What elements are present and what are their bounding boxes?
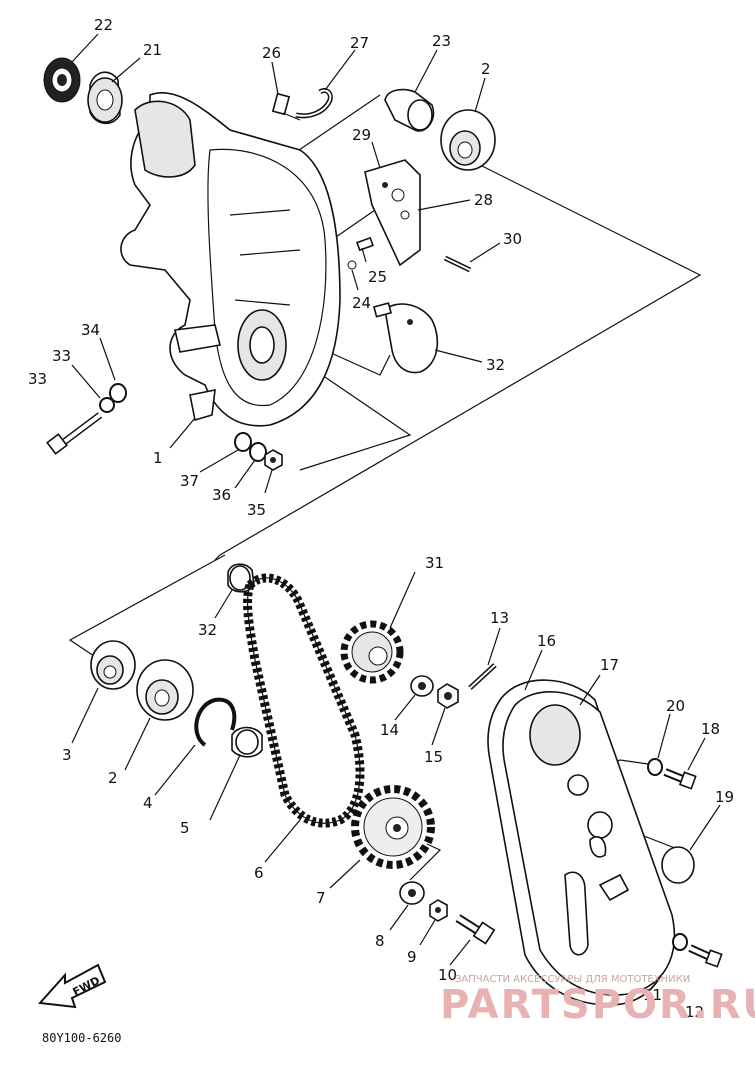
washer-37 bbox=[234, 432, 252, 452]
callout-31: 16 bbox=[537, 632, 556, 650]
callout-33a: 20 bbox=[666, 697, 685, 715]
cotter-pin-17 bbox=[468, 663, 497, 690]
callout-5: 21 bbox=[143, 41, 162, 59]
callout-7: 23 bbox=[432, 32, 451, 50]
nut-19 bbox=[437, 683, 459, 709]
callout-leaders bbox=[71, 33, 721, 966]
callout-6: 22 bbox=[94, 16, 113, 34]
callout-33b: 11 bbox=[643, 986, 662, 1004]
callout-32b: 12 bbox=[685, 1003, 704, 1021]
callout-26: 32 bbox=[486, 356, 505, 374]
callout-23: 9 bbox=[407, 948, 417, 966]
tensioner-26 bbox=[372, 302, 439, 374]
washer-33-upper bbox=[647, 758, 663, 776]
washer-33-lower bbox=[672, 933, 688, 951]
collar-7 bbox=[384, 88, 435, 132]
bearing-2-lower bbox=[136, 659, 194, 721]
callout-17: 13 bbox=[490, 609, 509, 627]
callout-22: 10 bbox=[438, 966, 457, 984]
watermark-tagline: ЗАПЧАСТИ АКСЕССУАРЫ ДЛЯ МОТОТЕХНИКИ bbox=[455, 974, 690, 985]
washer-24 bbox=[399, 881, 425, 905]
callout-2a: 2 bbox=[481, 60, 491, 78]
watermark-logo: ЗАПЧАСТИ АКСЕССУАРЫ ДЛЯ МОТОТЕХНИКИ PART… bbox=[440, 974, 755, 1028]
nut-23 bbox=[429, 899, 448, 922]
callout-19: 15 bbox=[424, 748, 443, 766]
callout-8: 24 bbox=[352, 294, 371, 312]
bearing-2-top bbox=[440, 109, 496, 171]
washer-36 bbox=[249, 442, 267, 462]
callout-37: 37 bbox=[180, 472, 199, 490]
fwd-arrow-icon: FWD bbox=[37, 963, 107, 1009]
reference-code: 80Y100-6260 bbox=[42, 1031, 121, 1045]
washer-28 bbox=[99, 397, 115, 413]
callout-24: 8 bbox=[375, 932, 385, 950]
sprocket-20 bbox=[351, 785, 435, 869]
callout-20: 7 bbox=[316, 889, 326, 907]
callout-30: 17 bbox=[600, 656, 619, 674]
hose-11 bbox=[295, 87, 333, 119]
callout-35: 35 bbox=[247, 501, 266, 519]
callout-21: 5 bbox=[180, 819, 190, 837]
callout-14: 30 bbox=[503, 230, 522, 248]
collar-21 bbox=[231, 726, 263, 758]
callout-9: 25 bbox=[368, 268, 387, 286]
callout-13: 29 bbox=[352, 126, 371, 144]
watermark-brand: PARTSPOR.RU bbox=[440, 982, 755, 1028]
bearing-4 bbox=[90, 640, 136, 690]
bearing-5 bbox=[87, 71, 123, 125]
callout-32a: 18 bbox=[701, 720, 720, 738]
washer-18 bbox=[410, 675, 434, 697]
callout-4: 3 bbox=[62, 746, 72, 764]
callout-28: 33 bbox=[52, 347, 71, 365]
callout-11: 27 bbox=[350, 34, 369, 52]
bolt-27 bbox=[46, 412, 103, 455]
bolt-22 bbox=[455, 914, 496, 945]
case-cover-30-31 bbox=[487, 679, 676, 1006]
callout-27: 33 bbox=[28, 370, 47, 388]
bearing-6 bbox=[43, 57, 81, 103]
callout-1: 1 bbox=[153, 449, 163, 467]
callout-25: 6 bbox=[254, 864, 264, 882]
callout-34: 19 bbox=[715, 788, 734, 806]
callout-numbers: 22 21 26 27 23 2 29 28 30 25 24 32 34 33… bbox=[28, 16, 734, 1021]
bolt-32-lower bbox=[688, 944, 723, 968]
callout-12: 28 bbox=[474, 191, 493, 209]
sensor-10 bbox=[271, 92, 301, 121]
callout-18: 14 bbox=[380, 721, 399, 739]
callout-2b: 2 bbox=[108, 769, 118, 787]
circlip-3 bbox=[194, 697, 237, 747]
callout-10: 26 bbox=[262, 44, 281, 62]
pin-8-9 bbox=[347, 236, 374, 270]
sprocket-15 bbox=[340, 620, 404, 684]
callout-36: 36 bbox=[212, 486, 231, 504]
callout-16: 32 bbox=[198, 621, 217, 639]
chain-case-housing bbox=[120, 92, 341, 427]
bolt-32-upper bbox=[663, 768, 697, 790]
nut-35 bbox=[264, 449, 283, 471]
callout-15: 31 bbox=[425, 554, 444, 572]
washer-29 bbox=[109, 383, 127, 403]
tensioner-plate-12-13 bbox=[364, 159, 421, 267]
drive-chain-25 bbox=[243, 573, 365, 828]
bolt-14 bbox=[443, 255, 472, 273]
callout-3: 4 bbox=[143, 794, 153, 812]
callout-29: 34 bbox=[81, 321, 100, 339]
cap-34 bbox=[661, 846, 695, 884]
